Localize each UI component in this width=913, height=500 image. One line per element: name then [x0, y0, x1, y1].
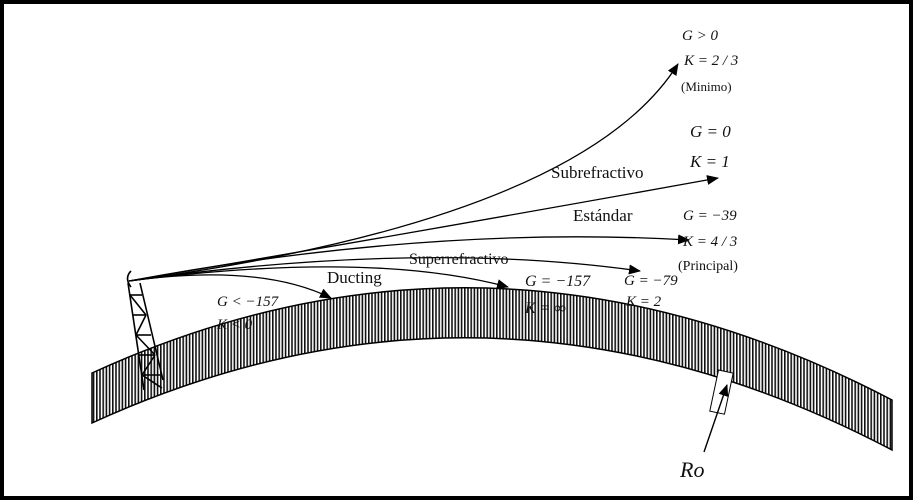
label-super-k: K = 2	[625, 294, 662, 310]
label-principal-note: (Principal)	[678, 259, 738, 274]
label-inf-k: K = ∞	[524, 300, 566, 317]
label-std-g: G = 0	[690, 122, 731, 141]
label-duct-k: K < 0	[216, 317, 253, 333]
label-std-name: Estándar	[573, 206, 633, 225]
label-principal-g: G = −39	[683, 208, 737, 224]
label-principal-k: K = 4 / 3	[682, 234, 737, 250]
ray-ducting	[128, 274, 332, 299]
ray-superrefractivo	[128, 257, 641, 282]
earth-surface-band	[91, 287, 893, 452]
ray-critical	[128, 266, 509, 289]
label-sub-k: K = 2 / 3	[683, 53, 738, 69]
label-inf-g: G = −157	[525, 273, 591, 290]
ro-marker-box	[709, 369, 734, 415]
label-super-name: Superrefractivo	[409, 251, 509, 268]
label-duct-g: G < −157	[217, 294, 280, 310]
label-sub-name: Subrefractivo	[551, 163, 644, 182]
label-std-k: K = 1	[689, 152, 730, 171]
tower-icon	[127, 282, 164, 391]
antenna-icon	[126, 270, 132, 288]
label-super-g: G = −79	[624, 273, 678, 289]
label-ro: Ro	[679, 457, 704, 482]
label-sub-g: G > 0	[682, 28, 718, 44]
label-duct-name: Ducting	[327, 268, 382, 287]
ro-pointer-arrow	[703, 384, 729, 453]
label-sub-note: (Minimo)	[681, 79, 732, 94]
ray-principal	[128, 234, 690, 282]
